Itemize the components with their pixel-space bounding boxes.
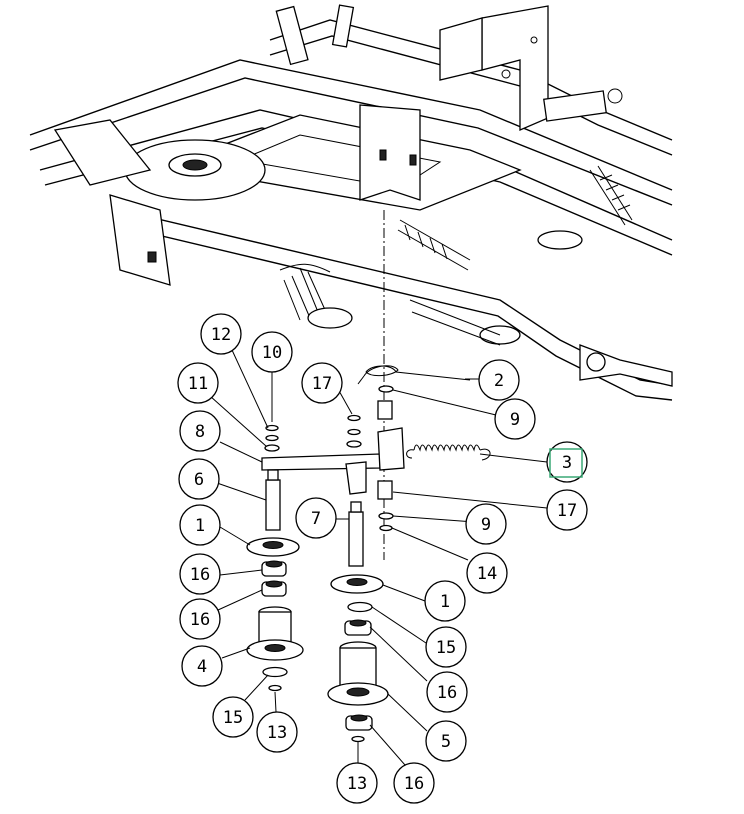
callout-17-top: 17 — [301, 362, 343, 404]
bushing-17-top — [377, 400, 393, 420]
callout-15-left: 15 — [212, 696, 254, 738]
svg-text:1: 1 — [195, 516, 205, 536]
washer-9-bottom — [378, 512, 394, 520]
torsion-spring — [363, 365, 471, 381]
ring-15-left — [262, 666, 288, 678]
callout-12: 12 — [200, 313, 242, 355]
mower-frame — [29, 4, 673, 401]
callout-16-bottom: 16 — [393, 762, 435, 804]
callout-16-left-b: 16 — [179, 598, 221, 640]
washer-9-top — [378, 385, 394, 393]
leader-lines — [209, 349, 548, 766]
bushing-17-bottom — [377, 480, 393, 500]
svg-text:2: 2 — [494, 371, 504, 391]
svg-text:16: 16 — [404, 774, 424, 794]
callout-13-right: 13 — [336, 762, 378, 804]
callout-6: 6 — [178, 458, 220, 500]
svg-text:16: 16 — [190, 565, 210, 585]
svg-text:15: 15 — [223, 708, 243, 728]
svg-text:9: 9 — [481, 515, 491, 535]
callout-1-right: 1 — [424, 580, 466, 622]
svg-text:4: 4 — [197, 657, 207, 677]
callout-9-bottom: 9 — [465, 503, 507, 545]
svg-text:3: 3 — [562, 453, 572, 473]
callout-17-bottom: 17 — [546, 489, 588, 531]
ring-15-right — [347, 601, 373, 613]
svg-text:13: 13 — [347, 774, 367, 794]
callout-8: 8 — [179, 410, 221, 452]
svg-text:10: 10 — [262, 343, 282, 363]
svg-text:17: 17 — [312, 374, 332, 394]
svg-text:15: 15 — [436, 638, 456, 658]
svg-text:1: 1 — [440, 592, 450, 612]
callout-15-right: 15 — [425, 626, 467, 668]
svg-text:7: 7 — [311, 509, 321, 529]
idler-pulley-5 — [339, 647, 377, 689]
svg-text:13: 13 — [267, 723, 287, 743]
shaft-6 — [265, 479, 281, 531]
idler-pulley-4 — [258, 611, 292, 645]
svg-text:12: 12 — [211, 325, 231, 345]
extension-spring — [413, 444, 481, 452]
callout-1-left: 1 — [179, 504, 221, 546]
callout-16-left-a: 16 — [179, 553, 221, 595]
svg-text:16: 16 — [437, 683, 457, 703]
svg-text:5: 5 — [441, 732, 451, 752]
washer-13-right — [351, 735, 365, 743]
callout-7: 7 — [295, 497, 337, 539]
svg-text:11: 11 — [188, 374, 208, 394]
callout-16-right: 16 — [426, 671, 468, 713]
callout-5: 5 — [425, 720, 467, 762]
exploded-parts — [246, 365, 491, 743]
callout-4: 4 — [181, 645, 223, 687]
washer-11 — [264, 444, 280, 452]
callout-11: 11 — [177, 362, 219, 404]
svg-text:6: 6 — [194, 470, 204, 490]
washer-13-left — [268, 684, 282, 692]
callout-2: 2 — [478, 359, 520, 401]
callouts: 12 10 11 8 6 1 16 16 4 15 13 17 7 2 9 3 … — [177, 313, 588, 804]
svg-text:16: 16 — [190, 610, 210, 630]
washer-10 — [265, 424, 279, 432]
callout-13-left: 13 — [256, 711, 298, 753]
ring-14 — [379, 524, 393, 532]
svg-text:14: 14 — [477, 564, 497, 584]
callout-14: 14 — [466, 552, 508, 594]
svg-text:9: 9 — [510, 410, 520, 430]
shaft-7 — [348, 511, 364, 567]
callout-9-top: 9 — [494, 398, 536, 440]
svg-text:17: 17 — [557, 501, 577, 521]
callout-3-highlighted: 3 — [546, 441, 588, 483]
washer-12 — [265, 434, 279, 442]
svg-text:8: 8 — [195, 422, 205, 442]
callout-10: 10 — [251, 331, 293, 373]
